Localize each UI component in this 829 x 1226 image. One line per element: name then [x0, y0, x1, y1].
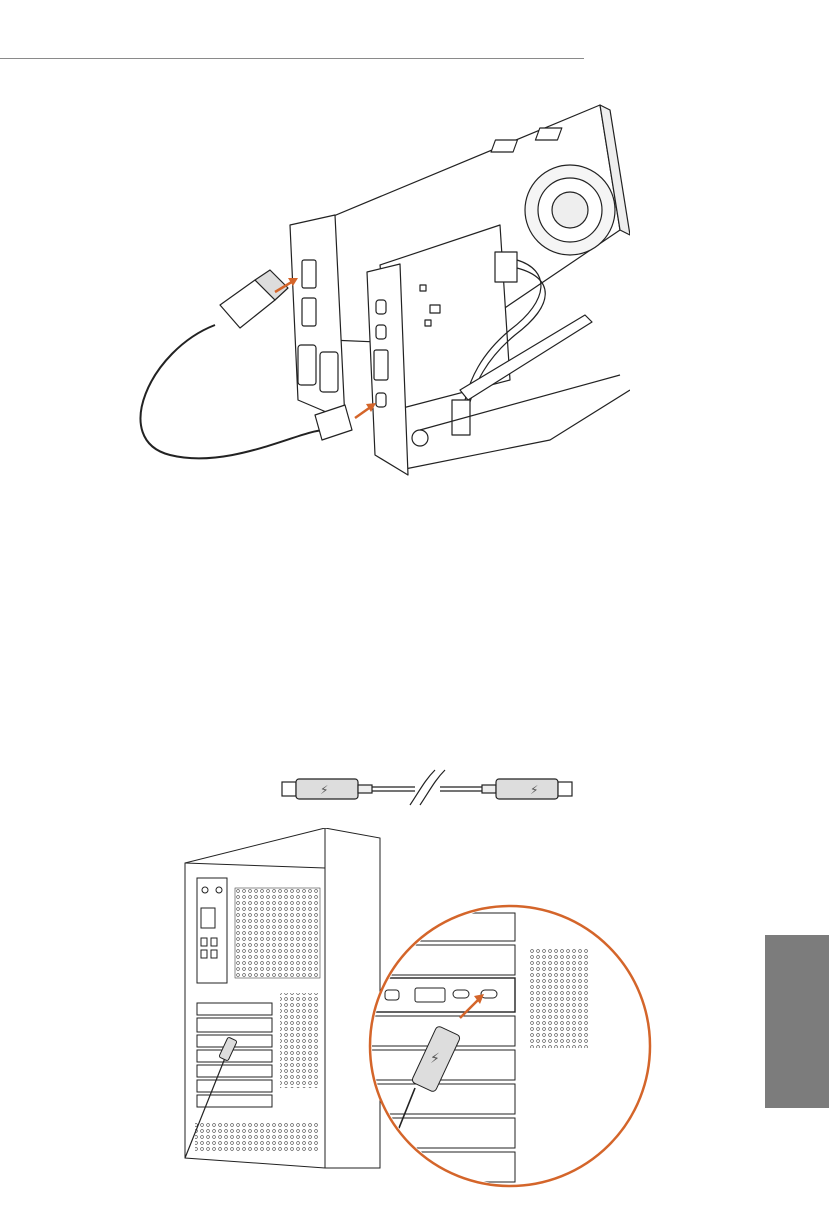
displayport-plug-bottom	[315, 405, 352, 440]
language-sidebar-tab	[765, 935, 829, 1108]
thunderbolt-cable-diagram: ⚡ ⚡	[270, 760, 590, 820]
header-rule	[0, 58, 584, 59]
vent-grid	[235, 888, 320, 978]
thunderbolt-icon: ⚡	[320, 783, 328, 797]
thunderbolt-icon: ⚡	[530, 783, 538, 797]
graphics-card-thunderbolt-card-diagram	[130, 100, 630, 485]
thunderbolt-icon: ⚡	[430, 1051, 440, 1067]
pc-chassis-thunderbolt-port-diagram: ⚡	[175, 828, 660, 1188]
